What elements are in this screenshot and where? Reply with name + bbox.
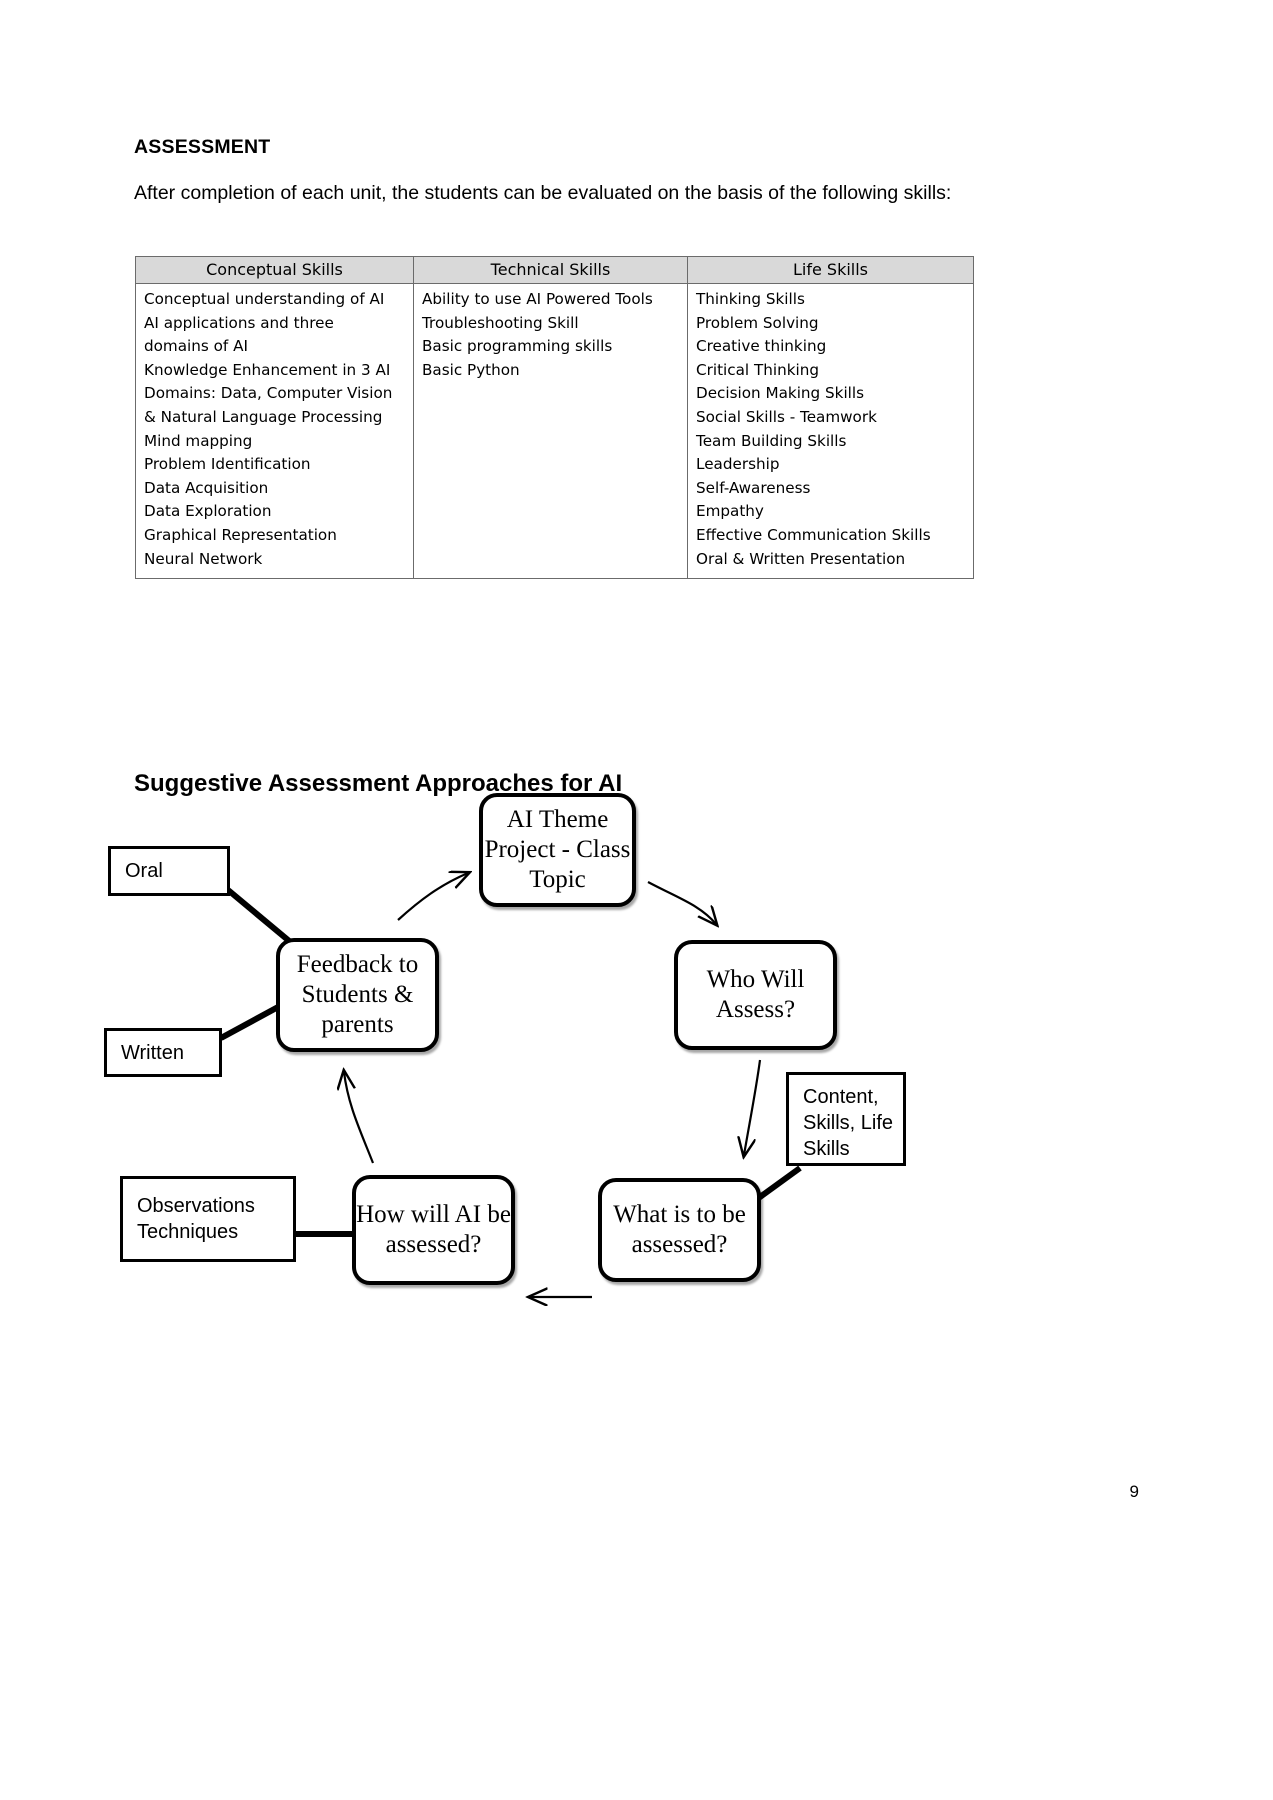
connector-who-assess-to-what-assessed <box>744 1059 762 1155</box>
section-heading: ASSESSMENT <box>134 136 271 158</box>
list-item: Mind mapping <box>144 431 253 450</box>
table-header-row: Conceptual Skills Technical Skills Life … <box>135 256 974 284</box>
intro-paragraph: After completion of each unit, the stude… <box>134 182 952 204</box>
list-item: & Natural Language Processing <box>144 407 383 426</box>
list-item: Basic programming skills <box>422 337 613 356</box>
list-item: Oral & Written Presentation <box>696 549 906 568</box>
list-item: Critical Thinking <box>696 360 819 379</box>
technical-skills-list: Ability to use AI Powered Tools Troubles… <box>422 288 681 382</box>
list-item: Decision Making Skills <box>696 384 865 403</box>
node-ai-theme-project[interactable]: AI Theme Project - Class Topic <box>479 793 636 907</box>
skills-table: Conceptual Skills Technical Skills Life … <box>135 256 974 580</box>
list-item: domains of AI <box>144 337 248 356</box>
list-item: Leadership <box>696 455 780 474</box>
cell-life-skills: Thinking Skills Problem Solving Creative… <box>687 282 974 580</box>
column-header-life: Life Skills <box>687 256 974 284</box>
list-item: Self-Awareness <box>696 478 811 497</box>
node-written[interactable]: Written <box>104 1028 222 1077</box>
connector-feedback-to-ai-theme <box>397 873 468 921</box>
table-row: Conceptual understanding of AI AI applic… <box>135 282 974 580</box>
list-item: Ability to use AI Powered Tools <box>422 290 653 308</box>
list-item: AI applications and three <box>144 313 334 332</box>
list-item: Effective Communication Skills <box>696 525 931 544</box>
list-item: Team Building Skills <box>696 431 847 450</box>
node-content-skills-life-skills[interactable]: Content, Skills, Life Skills <box>786 1072 906 1166</box>
node-how-will-ai-be-assessed[interactable]: How will AI be assessed? <box>352 1175 515 1285</box>
connector-ai-theme-to-who-assess <box>647 881 716 924</box>
node-who-will-assess[interactable]: Who Will Assess? <box>674 940 837 1050</box>
list-item: Troubleshooting Skill <box>422 313 579 332</box>
list-item: Conceptual understanding of AI <box>144 290 385 308</box>
node-oral[interactable]: Oral <box>108 846 230 896</box>
conceptual-skills-list: Conceptual understanding of AI AI applic… <box>144 288 407 571</box>
list-item: Domains: Data, Computer Vision <box>144 384 393 403</box>
node-observations-techniques[interactable]: Observations Techniques <box>120 1176 296 1262</box>
list-item: Graphical Representation <box>144 525 337 544</box>
column-header-conceptual: Conceptual Skills <box>135 256 414 284</box>
life-skills-list: Thinking Skills Problem Solving Creative… <box>696 288 967 571</box>
list-item: Knowledge Enhancement in 3 AI <box>144 360 391 379</box>
list-item: Problem Identification <box>144 455 311 474</box>
list-item: Creative thinking <box>696 337 827 356</box>
connector-how-assessed-to-feedback <box>344 1072 375 1164</box>
column-header-technical: Technical Skills <box>413 256 688 284</box>
list-item: Basic Python <box>422 360 520 379</box>
diagram-title: Suggestive Assessment Approaches for AI <box>134 770 623 797</box>
list-item: Data Exploration <box>144 502 272 521</box>
node-feedback-to-students-parents[interactable]: Feedback to Students & parents <box>276 938 439 1052</box>
page-number: 9 <box>1129 1482 1139 1501</box>
list-item: Problem Solving <box>696 313 819 332</box>
list-item: Data Acquisition <box>144 478 269 497</box>
cell-conceptual-skills: Conceptual understanding of AI AI applic… <box>135 282 414 580</box>
list-item: Social Skills - Teamwork <box>696 407 877 426</box>
list-item: Empathy <box>696 502 764 521</box>
cell-technical-skills: Ability to use AI Powered Tools Troubles… <box>413 282 688 580</box>
node-what-is-to-be-assessed[interactable]: What is to be assessed? <box>598 1178 761 1282</box>
list-item: Thinking Skills <box>696 290 805 308</box>
list-item: Neural Network <box>144 549 263 568</box>
